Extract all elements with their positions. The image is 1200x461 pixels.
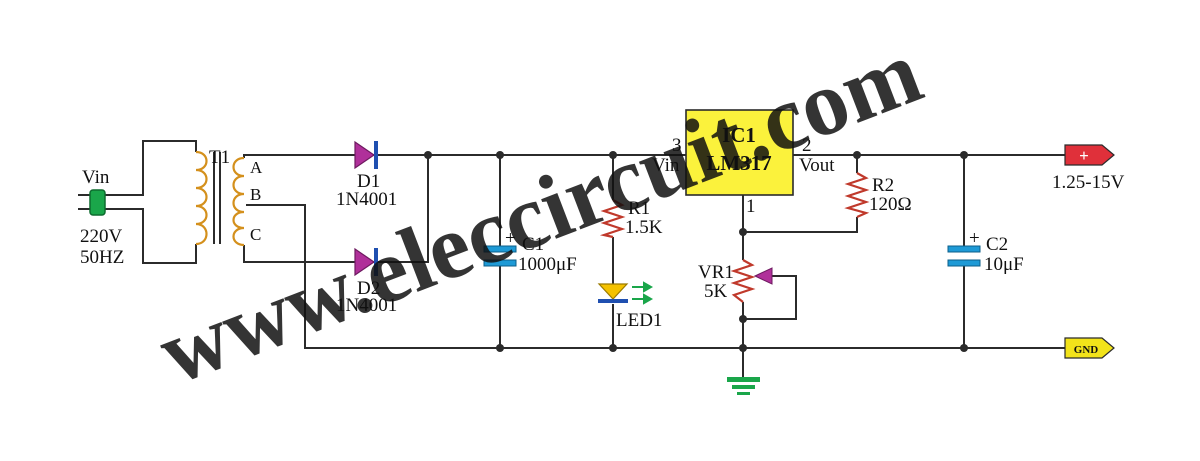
input-frequency: 50HZ (80, 247, 124, 268)
ic-body (685, 109, 794, 196)
potentiometer-icon (730, 259, 756, 303)
capacitor-c1: + C1 1000μF (483, 228, 577, 275)
ic-lm317: IC1 LM317 3 Vin 2 Vout 1 (652, 109, 835, 217)
junction-dot (609, 151, 617, 159)
wiper-arrow-icon (753, 267, 773, 285)
junction-dot (853, 151, 861, 159)
watermark-text: www.eleccircuit.com (146, 20, 935, 404)
ground-icon (737, 392, 750, 395)
ground-symbol (727, 377, 760, 395)
ic-label-out: Vout (799, 155, 835, 176)
output-plus-terminal: + 1.25-15V (1052, 144, 1125, 193)
c2-polarity: + (969, 228, 980, 249)
wire-primary-bottom (104, 208, 197, 264)
wire-tap-b-gnd (246, 204, 1065, 349)
ic-pin-in: 3 (672, 135, 682, 156)
junction-dot (496, 151, 504, 159)
plug-icon (89, 189, 106, 216)
ic-ref: IC1 (722, 123, 756, 147)
output-gnd-terminal: GND (1064, 337, 1115, 359)
capacitor-plate-icon (483, 245, 517, 253)
r2-value: 120Ω (869, 194, 912, 215)
junction-dot (739, 344, 747, 352)
output-gnd-label: GND (1074, 344, 1099, 356)
capacitor-plate-icon (483, 259, 517, 267)
led-ref: LED1 (616, 310, 662, 331)
output-plus-icon (1064, 144, 1115, 166)
diode-icon (354, 247, 376, 277)
led-icon (597, 283, 629, 300)
light-arrows-icon (632, 281, 654, 305)
ic-label-in: Vin (652, 155, 680, 176)
r1-value: 1.5K (625, 217, 663, 238)
d1-ref: D1 (357, 171, 380, 192)
junction-dot (609, 344, 617, 352)
diode-d1: D1 1N4001 (336, 140, 397, 210)
ground-icon (732, 385, 755, 389)
input-voltage: 220V (80, 226, 123, 247)
junctions (424, 151, 968, 352)
resistor-icon (844, 172, 870, 219)
input-plug: Vin 220V 50HZ (80, 167, 124, 268)
diode-d2: D2 1N4001 (336, 247, 397, 316)
wire-primary-top (104, 140, 197, 196)
r1-ref: R1 (628, 198, 650, 219)
wires (78, 140, 1065, 378)
junction-dot (739, 228, 747, 236)
junction-dot (960, 151, 968, 159)
d2-part: 1N4001 (336, 295, 397, 316)
r2-ref: R2 (872, 175, 894, 196)
c1-value: 1000μF (518, 254, 577, 275)
resistor-icon (599, 199, 626, 239)
led-cathode-icon (598, 299, 628, 303)
junction-dot (496, 344, 504, 352)
junction-dot (424, 151, 432, 159)
tap-c-label: C (250, 225, 261, 244)
diode-cathode-icon (374, 248, 378, 276)
tap-a-label: A (250, 158, 263, 177)
c2-ref: C2 (986, 234, 1008, 255)
output-range: 1.25-15V (1052, 172, 1125, 193)
ic-pin-adj: 1 (746, 196, 756, 217)
wire-tap-c (243, 155, 429, 263)
ic-part: LM317 (706, 151, 771, 175)
vr1-ref: VR1 (698, 262, 734, 283)
ic-pin-out: 2 (802, 135, 812, 156)
transformer-t1: T1 A B C (195, 147, 263, 247)
d1-part: 1N4001 (336, 189, 397, 210)
output-gnd-icon (1064, 337, 1115, 359)
diode-icon (354, 140, 376, 170)
tap-b-label: B (250, 185, 261, 204)
potentiometer-vr1: VR1 5K (698, 259, 773, 303)
diode-cathode-icon (374, 141, 378, 169)
c1-ref: C1 (522, 234, 544, 255)
c1-polarity: + (505, 228, 516, 249)
wire-tap-a (243, 154, 428, 158)
d2-ref: D2 (357, 278, 380, 299)
capacitor-c2: + C2 10μF (947, 228, 1024, 275)
resistor-r2: R2 120Ω (844, 172, 912, 219)
capacitor-plate-icon (947, 245, 981, 253)
secondary-coil (232, 156, 245, 247)
primary-coil (195, 150, 208, 246)
ground-icon (727, 377, 760, 382)
led-led1: LED1 (597, 281, 662, 331)
output-plus-label: + (1079, 146, 1089, 165)
resistor-r1: R1 1.5K (599, 198, 663, 239)
capacitor-plate-icon (947, 259, 981, 267)
junction-dot (739, 315, 747, 323)
wire-wiper (743, 275, 797, 320)
transformer-ref: T1 (209, 147, 230, 168)
vr1-value: 5K (704, 281, 728, 302)
input-label: Vin (82, 167, 110, 188)
c2-value: 10μF (984, 254, 1024, 275)
junction-dot (960, 344, 968, 352)
